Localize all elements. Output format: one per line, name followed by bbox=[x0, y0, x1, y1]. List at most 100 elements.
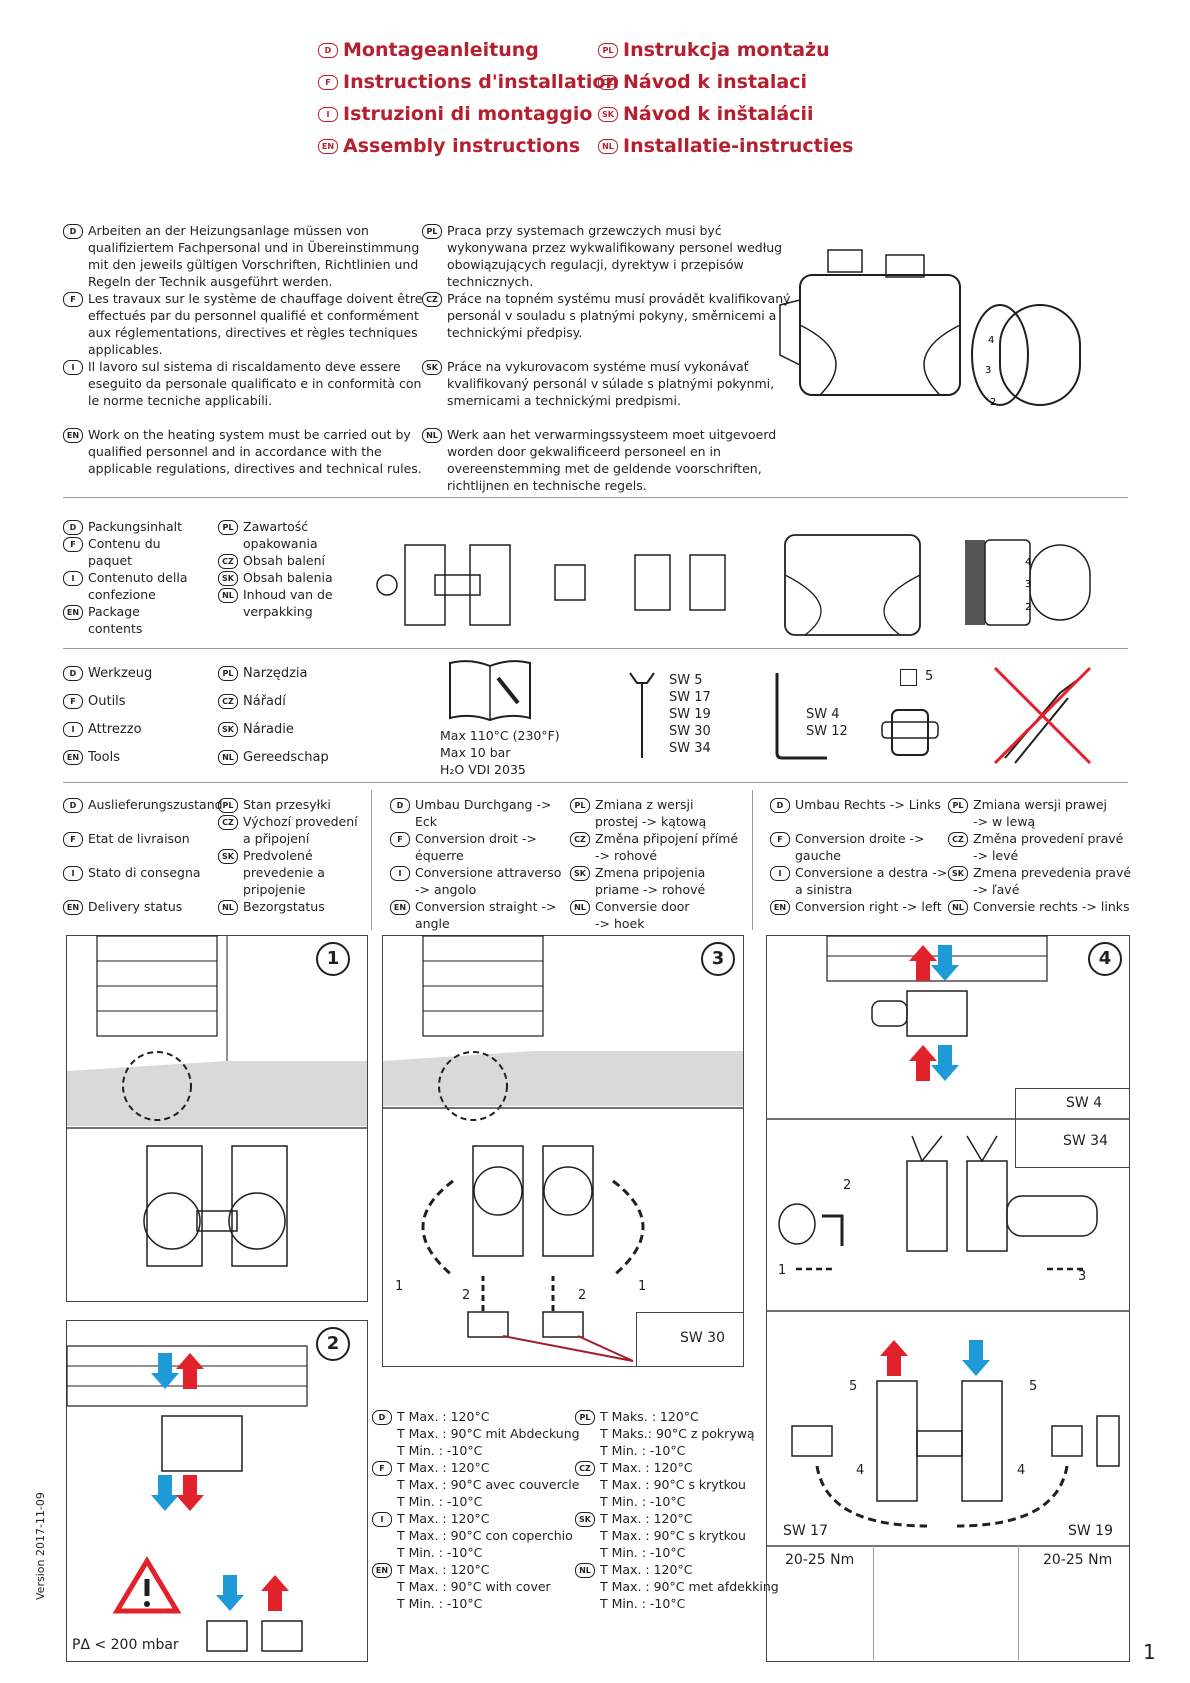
step-4-label-3: 3 bbox=[1078, 1269, 1087, 1284]
step-4-bottom-right-divider bbox=[1018, 1545, 1019, 1660]
hex-size: SW 4 bbox=[806, 707, 840, 722]
text-line: Zmiana wersji prawej bbox=[973, 797, 1108, 812]
paragraph-text: Auslieferungszustand bbox=[88, 796, 223, 830]
paragraph-text: Stato di consegna bbox=[88, 864, 201, 898]
language-badge: D bbox=[63, 666, 83, 681]
text-line: T Min. : -10°C bbox=[397, 1443, 483, 1458]
language-badge: F bbox=[770, 832, 790, 847]
svg-text:2: 2 bbox=[990, 397, 996, 408]
text-line: T Min. : -10°C bbox=[600, 1443, 686, 1458]
language-badge: CZ bbox=[218, 815, 238, 830]
step-3-number: 3 bbox=[701, 942, 735, 976]
tool-label: Gereedschap bbox=[243, 750, 329, 765]
language-badge: NL bbox=[948, 900, 968, 915]
text-line: T Min. : -10°C bbox=[600, 1596, 686, 1611]
text-line: T Min. : -10°C bbox=[600, 1494, 686, 1509]
text-line: T Max. : 90°C s krytkou bbox=[600, 1477, 746, 1492]
text-line: -> levé bbox=[973, 848, 1019, 863]
text-line: T Min. : -10°C bbox=[397, 1545, 483, 1560]
language-badge: CZ bbox=[575, 1461, 595, 1476]
text-line: Zmena prevedenia pravé bbox=[973, 865, 1132, 880]
paragraph-text: Conversion straight -> angle bbox=[415, 898, 556, 932]
language-badge: F bbox=[63, 537, 83, 552]
paragraph-text: Obsah balenia bbox=[243, 569, 333, 586]
paragraph-text: Etat de livraison bbox=[88, 830, 190, 864]
language-badge: NL bbox=[575, 1563, 595, 1578]
text-line: prostej -> kątową bbox=[595, 814, 707, 829]
text-line: Conversie door bbox=[595, 899, 690, 914]
language-badge: F bbox=[390, 832, 410, 847]
text-line: Praca przy systemach grzewczych musi być bbox=[447, 223, 722, 238]
text-line: T Max. : 90°C s krytkou bbox=[600, 1528, 746, 1543]
language-badge: I bbox=[63, 360, 83, 375]
svg-text:4: 4 bbox=[1025, 557, 1031, 568]
wrench-size: SW 17 bbox=[669, 690, 711, 705]
text-line: technicznych. bbox=[447, 274, 534, 289]
title-text: Installatie-instructies bbox=[623, 135, 854, 157]
paragraph-text: Il lavoro sul sistema di riscaldamento d… bbox=[88, 358, 421, 409]
paragraph-text: Les travaux sur le système de chauffage … bbox=[88, 290, 422, 358]
svg-text:4: 4 bbox=[988, 335, 994, 346]
text-line: gauche bbox=[795, 848, 842, 863]
text-line: effectués par du personnel qualifié et c… bbox=[88, 308, 419, 323]
text-line: Package bbox=[88, 604, 140, 619]
language-badge: F bbox=[63, 832, 83, 847]
text-line: technickými předpisy. bbox=[447, 325, 583, 340]
text-line: worden door gekwalificeerd personeel en … bbox=[447, 444, 721, 459]
text-line: Umbau Durchgang -> bbox=[415, 797, 552, 812]
text-line: T Max. : 90°C met afdekking bbox=[600, 1579, 779, 1594]
svg-text:2: 2 bbox=[1025, 602, 1031, 613]
text-line: angle bbox=[415, 916, 450, 931]
language-badge: CZ bbox=[218, 554, 238, 569]
paragraph-text: Bezorgstatus bbox=[243, 898, 325, 915]
language-badge: CZ bbox=[598, 75, 618, 90]
paragraph-text: Umbau Durchgang ->Eck bbox=[415, 796, 551, 830]
text-line: Conversion straight -> bbox=[415, 899, 557, 914]
language-badge: EN bbox=[318, 139, 338, 154]
language-badge: PL bbox=[218, 520, 238, 535]
text-line: -> w lewą bbox=[973, 814, 1036, 829]
text-line: T Max. : 90°C mit Abdeckung bbox=[397, 1426, 580, 1441]
text-line: Stato di consegna bbox=[88, 865, 201, 880]
step-1-number: 1 bbox=[316, 942, 350, 976]
text-line: Work on the heating system must be carri… bbox=[88, 427, 411, 442]
text-line: Auslieferungszustand bbox=[88, 797, 223, 812]
text-line: Změna připojení přímé bbox=[595, 831, 739, 846]
text-line: Conversione a destra -> bbox=[795, 865, 948, 880]
text-line: T Min. : -10°C bbox=[397, 1596, 483, 1611]
language-badge: SK bbox=[570, 866, 590, 881]
paragraph-text: Werk aan het verwarmingssysteem moet uit… bbox=[447, 426, 776, 494]
hex-size: SW 12 bbox=[806, 724, 848, 739]
language-badge: I bbox=[318, 107, 338, 122]
